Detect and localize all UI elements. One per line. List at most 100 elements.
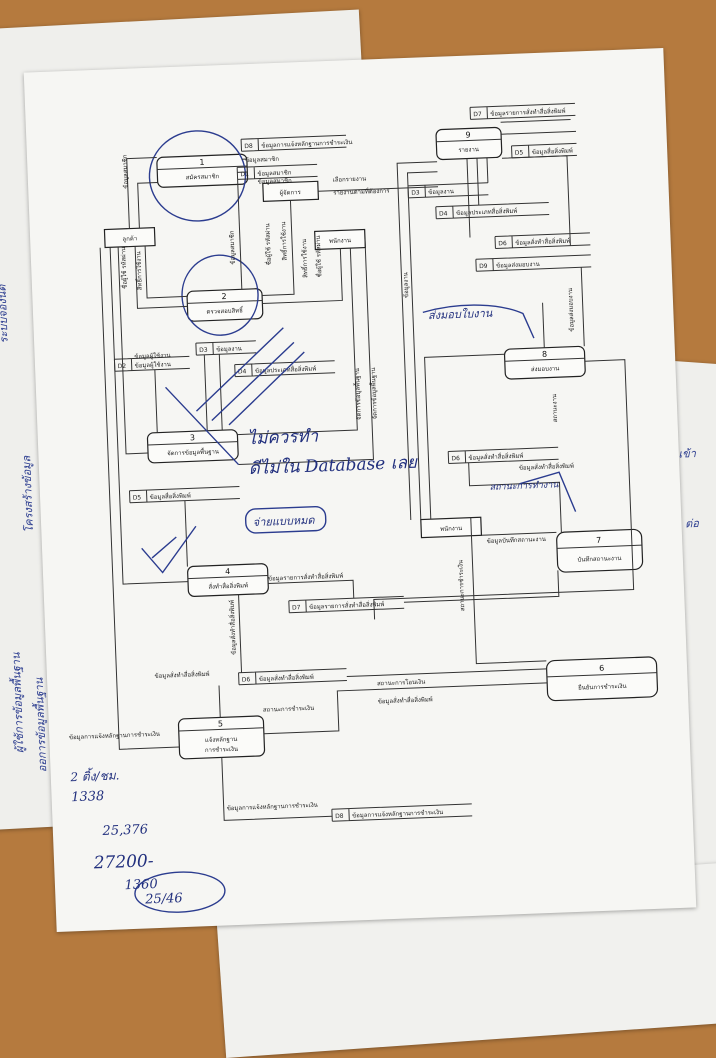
handwriting-num5: 1360 xyxy=(124,877,158,893)
flow-label-report-by-need: รายงานตามที่ต้องการ xyxy=(333,187,390,197)
svg-text:D9: D9 xyxy=(479,263,488,270)
svg-text:D7: D7 xyxy=(473,111,482,118)
flow-label-order-data-2: ข้อมูลสั่งทำสื่อสิ่งพิมพ์ xyxy=(154,670,209,680)
entity-staff-top: พนักงาน xyxy=(314,228,366,251)
process-9-name: รายงาน xyxy=(458,146,479,154)
svg-text:ข้อมูลสื่อสิ่งพิมพ์: ข้อมูลสื่อสิ่งพิมพ์ xyxy=(532,146,573,156)
flow-label-login-status-2: สิทธิ์การใช้งาน xyxy=(299,239,309,279)
flow-label-transfer-status: สถานะการโอนเงิน xyxy=(377,678,426,688)
side-note-right2: เข้า xyxy=(678,447,697,461)
flow-label-order-data-1: ข้อมูลสั่งทำสื่อสิ่งพิมพ์ xyxy=(228,600,238,655)
flow-label-manage-basic-1: จัดการข้อมูลพื้นฐาน xyxy=(351,368,363,420)
svg-text:D6: D6 xyxy=(242,676,251,683)
svg-text:D3: D3 xyxy=(199,347,208,354)
svg-text:D5: D5 xyxy=(515,149,524,156)
svg-text:D5: D5 xyxy=(133,494,142,501)
store-d9: D9 ข้อมูลส่งมอบงาน xyxy=(475,254,592,272)
store-d6-middle: D6 ข้อมูลสั่งทำสื่อสิ่งพิมพ์ xyxy=(238,668,347,686)
handwriting-note-hands: ส่งมอบใบงาน xyxy=(428,307,493,322)
process-4: 4 สั่งทำสื่อสิ่งพิมพ์ xyxy=(187,563,269,597)
flow-label-login-status-1: สิทธิ์การใช้งาน xyxy=(278,222,288,262)
process-2-name: ตรวจสอบสิทธิ์ xyxy=(206,305,244,315)
flow-label-work-data: ข้อมูลงาน xyxy=(402,272,410,298)
process-8-number: 8 xyxy=(542,350,547,359)
store-d5-left: D5 ข้อมูลสื่อสิ่งพิมพ์ xyxy=(128,486,240,504)
flow-lines xyxy=(99,119,635,821)
svg-text:D4: D4 xyxy=(238,368,247,375)
side-note-right1: ต่อ xyxy=(685,517,700,531)
svg-text:D7: D7 xyxy=(292,604,301,611)
side-note-left3: ผู้ใช้การข้อมูลพื้นฐาน xyxy=(8,652,27,754)
process-2: 2 ตรวจสอบสิทธิ์ xyxy=(186,288,264,322)
handwriting-num3: 25,376 xyxy=(101,822,148,839)
svg-text:ข้อมูลรายการสั่งทำสื่อสิ่งพิมพ: ข้อมูลรายการสั่งทำสื่อสิ่งพิมพ์ xyxy=(309,600,385,611)
flow-label-order-data-3: ข้อมูลสั่งทำสื่อสิ่งพิมพ์ xyxy=(378,695,433,705)
process-3-number: 3 xyxy=(190,433,195,442)
process-3: 3 จัดการข้อมูลพื้นฐาน xyxy=(146,429,239,464)
process-5-name: แจ้งหลักฐาน xyxy=(205,736,238,744)
svg-text:ผู้จัดการ: ผู้จัดการ xyxy=(279,189,301,197)
store-d4-right: D4 ข้อมูลประเภทสื่อสิ่งพิมพ์ xyxy=(435,201,550,220)
handwriting-note-db2: ดีไม่ใน Database เลย xyxy=(248,452,418,479)
flow-label-payment-proof-1: ข้อมูลการแจ้งหลักฐานการชำระเงิน xyxy=(69,731,160,741)
process-7: 7 บันทึกสถานะงาน xyxy=(556,528,644,573)
svg-text:ข้อมูลการแจ้งหลักฐานการชำระเงิ: ข้อมูลการแจ้งหลักฐานการชำระเงิน xyxy=(352,809,443,819)
store-d7-middle: D7 ข้อมูลรายการสั่งทำสื่อสิ่งพิมพ์ xyxy=(288,595,405,614)
process-8: 8 ส่งมอบงาน xyxy=(503,345,586,380)
handwriting-num2: 1338 xyxy=(71,789,105,805)
svg-text:D8: D8 xyxy=(244,143,253,150)
handwriting-num1: 2 ติ้ง/ชม. xyxy=(69,766,120,784)
process-1-name: สมัครสมาชิก xyxy=(186,173,220,181)
svg-text:ข้อมูลส่งมอบงาน: ข้อมูลส่งมอบงาน xyxy=(496,261,540,270)
flow-label-member-3: ข้อมูลสมาชิก xyxy=(258,177,293,185)
handwriting-num4: 27200- xyxy=(92,851,154,873)
process-5: 5 แจ้งหลักฐาน การชำระเงิน xyxy=(177,715,266,760)
svg-text:ลูกค้า: ลูกค้า xyxy=(122,235,137,243)
entity-manager: ผู้จัดการ xyxy=(262,180,320,203)
flow-label-login-status-3: สิทธิ์การใช้งาน xyxy=(133,251,143,291)
flow-label-manage-basic-2: จัดการข้อมูลพื้นฐาน xyxy=(367,367,379,419)
flow-label-order-list-1: ข้อมูลรายการสั่งทำสื่อสิ่งพิมพ์ xyxy=(268,572,344,583)
handwriting-note-fix: จ่ายแบบหมด xyxy=(253,514,316,529)
handwriting-note-status: สถานะการทำงาน xyxy=(489,479,559,493)
flow-label-payment-proof-2: ข้อมูลการแจ้งหลักฐานการชำระเงิน xyxy=(227,802,318,812)
entity-customer: ลูกค้า xyxy=(103,226,156,249)
flow-label-payment-status-1: สถานะการชำระเงิน xyxy=(263,705,314,714)
flow-label-select-report: เลือกรายงาน xyxy=(333,174,367,183)
svg-text:D6: D6 xyxy=(451,455,460,462)
process-9: 9 รายงาน xyxy=(435,126,503,161)
side-note-left2: โครงสร้างข้อมูล xyxy=(20,454,36,533)
process-7-number: 7 xyxy=(596,536,601,545)
svg-text:ข้อมูลประเภทสื่อสิ่งพิมพ์: ข้อมูลประเภทสื่อสิ่งพิมพ์ xyxy=(456,207,518,217)
svg-text:ข้อมูลสมาชิก: ข้อมูลสมาชิก xyxy=(257,169,292,177)
svg-text:ข้อมูลสั่งทำสื่อสิ่งพิมพ์: ข้อมูลสั่งทำสื่อสิ่งพิมพ์ xyxy=(259,673,314,683)
svg-text:พนักงาน: พนักงาน xyxy=(329,237,351,245)
store-d8-bottom: D8 ข้อมูลการแจ้งหลักฐานการชำระเงิน xyxy=(331,803,473,822)
flow-label-member-1: ข้อมูลสมาชิก xyxy=(245,156,280,164)
process-4-name: สั่งทำสื่อสิ่งพิมพ์ xyxy=(208,581,248,591)
process-1-number: 1 xyxy=(199,158,204,167)
flow-label-work-status: สถานะงาน xyxy=(551,394,559,423)
svg-text:ข้อมูลผู้ใช้งาน: ข้อมูลผู้ใช้งาน xyxy=(135,360,172,369)
svg-text:ข้อมูลการแจ้งหลักฐานการชำระเงิ: ข้อมูลการแจ้งหลักฐานการชำระเงิน xyxy=(261,139,352,149)
handwriting-num6: 25/46 xyxy=(144,891,183,907)
svg-text:ข้อมูลสื่อสิ่งพิมพ์: ข้อมูลสื่อสิ่งพิมพ์ xyxy=(150,491,191,501)
flow-label-username-3: ชื่อผู้ใช้ รหัสผ่าน xyxy=(119,247,129,289)
store-d3-right: D3 ข้อมูลงาน xyxy=(407,182,489,199)
process-1: 1 สมัครสมาชิก xyxy=(156,153,249,188)
flow-label-work-record: ข้อมูลบันทึกสถานะงาน xyxy=(487,536,546,545)
flow-label-payment-status-2: สถานะการชำระเงิน xyxy=(457,560,466,611)
pen-annotations xyxy=(134,304,577,913)
svg-text:ข้อมูลรายการสั่งทำสื่อสิ่งพิมพ: ข้อมูลรายการสั่งทำสื่อสิ่งพิมพ์ xyxy=(490,107,566,118)
flow-label-username-2: ชื่อผู้ใช้ รหัสผ่าน xyxy=(314,235,324,277)
svg-text:D1: D1 xyxy=(240,171,249,178)
process-8-name: ส่งมอบงาน xyxy=(531,365,560,373)
store-d3-left: D3 ข้อมูลงาน xyxy=(195,340,257,356)
flow-label-member-2: ข้อมูลสมาชิก xyxy=(122,154,130,189)
process-4-number: 4 xyxy=(225,567,230,576)
store-d2: D2 ข้อมูลผู้ใช้งาน xyxy=(113,355,190,372)
svg-text:D3: D3 xyxy=(411,189,420,196)
store-d7-top: D7 ข้อมูลรายการสั่งทำสื่อสิ่งพิมพ์ xyxy=(469,102,576,120)
process-6-name: ยืนยันการชำระเงิน xyxy=(578,682,627,692)
svg-text:D8: D8 xyxy=(335,813,344,820)
